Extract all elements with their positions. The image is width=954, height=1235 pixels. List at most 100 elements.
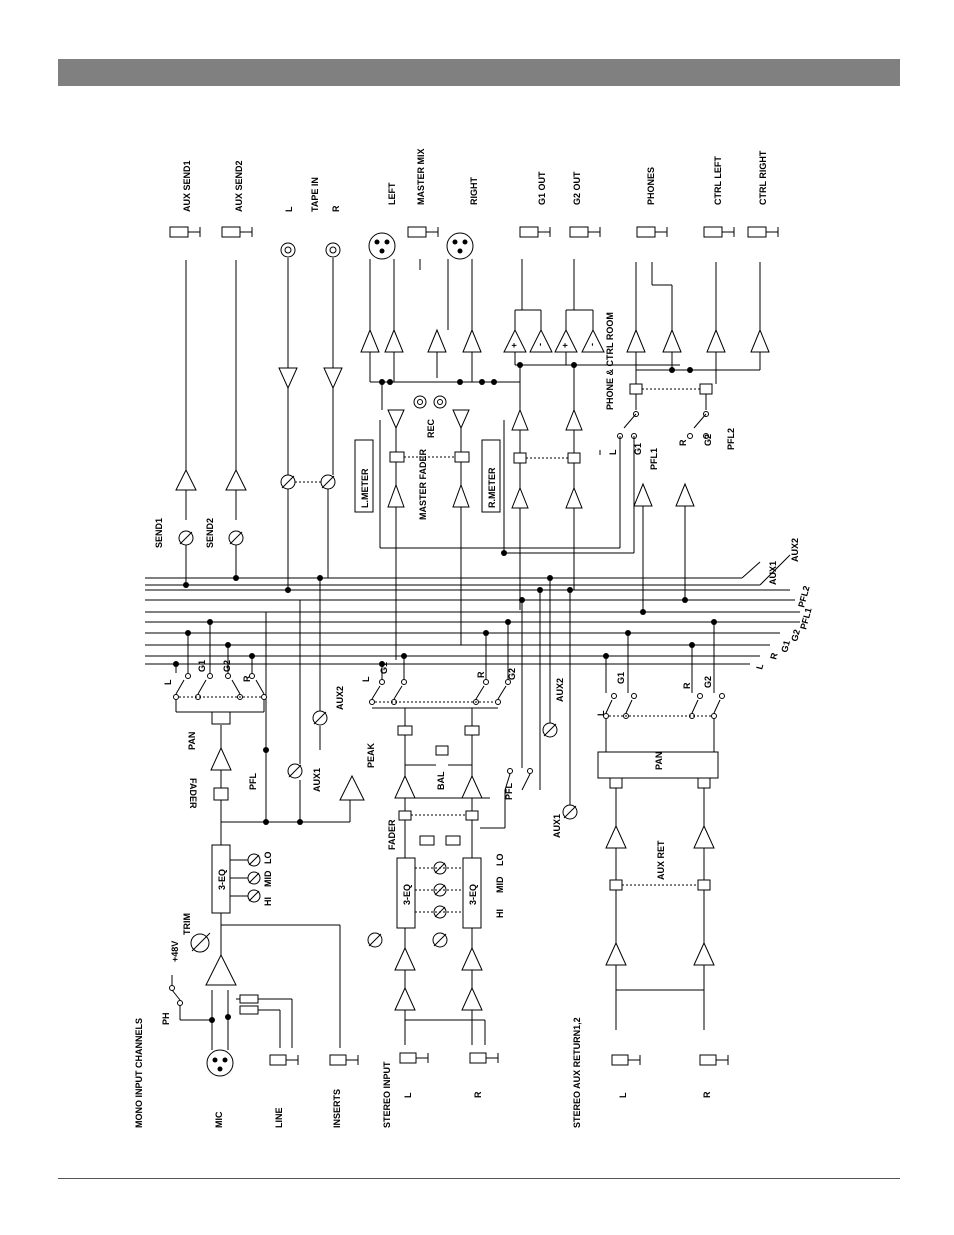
label-g2-plus: + [560, 343, 570, 348]
label-g1-minus: - [535, 343, 545, 346]
label-ctrl-left: CTRL LEFT [713, 156, 723, 205]
right-master-amp-icon [452, 409, 470, 430]
pfl2-amp-icon [675, 482, 695, 507]
label-stereo-eq-r: 3-EQ [468, 884, 478, 905]
label-g2-out: G2 OUT [572, 171, 582, 205]
label-mono-mid: MID [263, 870, 273, 887]
ctrl-left-amp-icon [706, 328, 726, 353]
label-g1-out: G1 OUT [537, 171, 547, 205]
label-r-meter: R.METER [487, 467, 497, 508]
l-meter-box [354, 439, 374, 513]
label-stereo-mid: MID [495, 876, 505, 893]
label-stereo-r: R [476, 671, 486, 678]
right-out-amp-icon [462, 328, 482, 353]
label-aux-ret: AUX RET [656, 840, 666, 880]
label-aux-ret-pan: PAN [654, 752, 664, 770]
mono-fader-box [213, 787, 229, 801]
pfl1-amp-icon [633, 482, 653, 507]
left-out-amp2-icon [384, 328, 404, 353]
master-mix-amp-icon [427, 328, 447, 353]
label-right: RIGHT [469, 177, 479, 206]
label-stereo-pfl: PFL [504, 782, 514, 800]
aux-ret-pan-box [597, 751, 719, 779]
label-pc-r: R [678, 439, 688, 446]
label-send2: SEND2 [205, 518, 215, 548]
label-stereo-aux1: AUX1 [552, 814, 562, 838]
label-phones: PHONES [646, 167, 656, 205]
label-tape-l: L [284, 206, 294, 212]
g2-minus-amp-icon [581, 328, 605, 353]
label-stereo-peak: PEAK [366, 742, 376, 768]
ctrl-right-amp-icon [750, 328, 770, 353]
phones-amp-icon [626, 328, 646, 353]
label-bus-g2: G2 [789, 628, 802, 642]
right-xlr-icon [446, 232, 474, 260]
label-mono-hi: HI [263, 897, 273, 906]
label-mono-aux1: AUX1 [312, 768, 322, 792]
header-bar [58, 59, 900, 86]
label-stereo-g1: G1 [379, 662, 389, 674]
output-jacks [169, 226, 779, 260]
label-stereo-lo: LO [495, 854, 505, 867]
label-mono-g1: G1 [197, 660, 207, 672]
label-stereo-input: STEREO INPUT [382, 1061, 392, 1128]
label-aux-send1: AUX SEND1 [182, 160, 192, 212]
label-rec: REC [426, 418, 436, 438]
label-mono-input-channels: MONO INPUT CHANNELS [134, 1018, 144, 1128]
stereo-l-eq-box [396, 857, 416, 929]
label-mic: MIC [214, 1111, 224, 1128]
label-mono-r: R [242, 675, 252, 682]
label-pc-g2: G2 [703, 434, 713, 446]
label-stereo-l: L [361, 676, 371, 682]
label-mono-aux2: AUX2 [335, 686, 345, 710]
label-bus-r: R [768, 651, 779, 660]
footer-rule [58, 1178, 900, 1179]
label-mono-l: L [163, 679, 173, 685]
label-pfl2: PFL2 [726, 428, 736, 450]
stereo-input-channel [367, 575, 578, 1064]
mono-peak-amp-icon [339, 774, 365, 801]
label-aux-ret-r: R [702, 1091, 712, 1098]
label-stereo-hi: HI [495, 909, 505, 918]
label-master-mix: MASTER MIX [416, 148, 426, 205]
label-mono-pan: PAN [187, 732, 197, 750]
mono-pan-box [211, 711, 231, 725]
label-send1: SEND1 [154, 518, 164, 548]
label-tape-in: TAPE IN [310, 177, 320, 212]
label-bus-l: L [754, 662, 765, 670]
stereo-aux-return [597, 619, 729, 1066]
label-48v: +48V [170, 941, 180, 962]
label-ctrl-right: CTRL RIGHT [758, 150, 768, 205]
g1-minus-amp-icon [529, 328, 553, 353]
label-l-meter: L.METER [360, 468, 370, 508]
label-mono-eq: 3-EQ [217, 869, 227, 890]
output-section [175, 258, 770, 660]
mono-input-channel [169, 578, 365, 1077]
label-stereo-aux2: AUX2 [555, 678, 565, 702]
label-tape-r: R [331, 205, 341, 212]
bus-lines [145, 554, 800, 665]
label-aux-ret-g2: G2 [703, 676, 713, 688]
label-stereo-eq-l: 3-EQ [402, 884, 412, 905]
label-trim: TRIM [182, 913, 192, 935]
label-line: LINE [274, 1107, 284, 1128]
diagram-labels: MONO INPUT CHANNELS MIC LINE INSERTS STE… [134, 148, 814, 1128]
mic-xlr-icon [206, 1049, 234, 1077]
label-mono-lo: LO [263, 852, 273, 865]
label-g2-minus: - [587, 343, 597, 346]
trim-amp-icon [205, 953, 237, 986]
label-stereo-fader: FADER [387, 819, 397, 850]
left-master-amp-icon [387, 409, 405, 430]
label-mono-pfl: PFL [248, 772, 258, 790]
label-g1-plus: + [509, 343, 519, 348]
label-aux-ret-sw-l: L [596, 710, 606, 716]
label-pc-l: L [608, 449, 618, 455]
send2-amp-icon [225, 468, 247, 491]
label-bus-g1: G1 [779, 639, 792, 653]
label-inserts: INSERTS [332, 1089, 342, 1128]
label-ph: PH [161, 1012, 171, 1025]
r-meter-box [481, 439, 501, 513]
tape-l-amp-icon [278, 367, 298, 390]
mono-fader-amp-icon [210, 746, 232, 771]
